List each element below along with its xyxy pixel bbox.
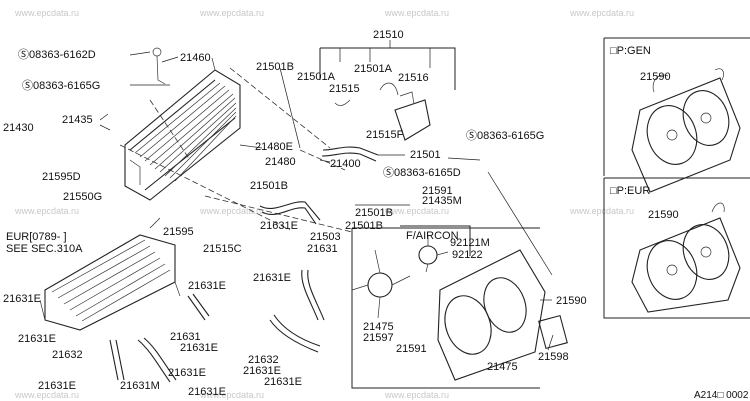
- part-label-92121m: 92121M: [450, 237, 490, 249]
- part-label-21501b: 21501B: [355, 207, 393, 219]
- part-label-21400: 21400: [330, 158, 361, 170]
- fan-shroud-eur-drawing: [631, 202, 741, 313]
- part-label-21631e: 21631E: [253, 272, 291, 284]
- watermarks: www.epcdata.ru www.epcdata.ru www.epcdat…: [14, 8, 634, 400]
- part-label-21510: 21510: [373, 29, 404, 41]
- watermark: www.epcdata.ru: [569, 206, 634, 216]
- part-label-92122: 92122: [452, 249, 483, 261]
- aircon-box: F/AIRCON: [351, 225, 540, 389]
- part-label-21430: 21430: [3, 122, 34, 134]
- part-label-21501a: 21501A: [297, 71, 336, 83]
- part-labels: 21510 Ⓢ08363-6162D 21460 21501B 21501A 2…: [3, 29, 679, 398]
- part-label-21435: 21435: [62, 114, 93, 126]
- watermark: www.epcdata.ru: [384, 390, 449, 400]
- watermark: www.epcdata.ru: [199, 206, 264, 216]
- part-label-21595: 21595: [163, 226, 194, 238]
- radiator-eur-drawing: [39, 234, 181, 331]
- part-label-21631e: 21631E: [3, 293, 41, 305]
- part-label-08363-6162d: Ⓢ08363-6162D: [18, 48, 96, 61]
- part-label-21631e: 21631E: [38, 380, 76, 392]
- watermark: www.epcdata.ru: [14, 390, 79, 400]
- watermark: www.epcdata.ru: [14, 206, 79, 216]
- part-label-21460: 21460: [180, 52, 211, 64]
- part-label-21631e: 21631E: [243, 365, 281, 377]
- part-label-21632: 21632: [52, 349, 83, 361]
- part-label-21631e: 21631E: [18, 333, 56, 345]
- part-label-21503: 21503: [310, 231, 341, 243]
- figure-code: A214□ 0002: [694, 390, 749, 401]
- eur-note-line-1: EUR[0789- ]: [6, 231, 67, 243]
- part-label-21631: 21631: [170, 331, 201, 343]
- part-label-21590-gen: 21590: [640, 71, 671, 83]
- fan-shroud-gen-drawing: [631, 68, 741, 193]
- part-label-21501b: 21501B: [256, 61, 294, 73]
- leader-lines: [99, 51, 554, 351]
- part-label-21501b: 21501B: [250, 180, 288, 192]
- part-label-21591: 21591: [396, 343, 427, 355]
- part-label-21501b: 21501B: [345, 220, 383, 232]
- part-label-21595d: 21595D: [42, 171, 81, 183]
- part-label-21501a: 21501A: [354, 63, 393, 75]
- part-label-08363-6165g: Ⓢ08363-6165G: [466, 129, 544, 142]
- part-label-08363-6165d: Ⓢ08363-6165D: [383, 166, 461, 179]
- part-label-21631e: 21631E: [180, 342, 218, 354]
- part-label-21631e: 21631E: [264, 376, 302, 388]
- part-label-21435m: 21435M: [422, 195, 462, 207]
- watermark: www.epcdata.ru: [14, 8, 79, 18]
- eur-note: EUR[0789- ] SEE SEC.310A: [6, 231, 83, 255]
- part-label-21631e: 21631E: [188, 280, 226, 292]
- reservoir-box: [319, 40, 456, 90]
- part-label-21516: 21516: [398, 72, 429, 84]
- eur-note-line-2: SEE SEC.310A: [6, 243, 83, 255]
- part-label-21597: 21597: [363, 332, 394, 344]
- watermark: www.epcdata.ru: [569, 8, 634, 18]
- variant-label-aircon: F/AIRCON: [406, 230, 459, 242]
- variant-box-gen: □P:GEN: [603, 37, 750, 176]
- part-label-21515: 21515: [329, 83, 360, 95]
- part-label-21631e: 21631E: [168, 367, 206, 379]
- hoses-drawing: [109, 146, 379, 383]
- part-label-21475: 21475: [487, 361, 518, 373]
- variant-label-eur: □P:EUR: [610, 185, 650, 197]
- part-label-21480: 21480: [265, 156, 296, 168]
- part-label-21631e: 21631E: [260, 220, 298, 232]
- part-label-21515c: 21515C: [203, 243, 242, 255]
- part-label-21550g: 21550G: [63, 191, 102, 203]
- part-label-08363-6165g: Ⓢ08363-6165G: [22, 79, 100, 92]
- part-label-21501: 21501: [410, 149, 441, 161]
- part-label-21591: 21591: [422, 185, 453, 197]
- reservoir-tank-drawing: [334, 82, 431, 141]
- part-label-21631m: 21631M: [120, 380, 160, 392]
- fan-assembly-drawing: [351, 236, 568, 381]
- part-label-21480e: 21480E: [255, 141, 293, 153]
- variant-label-gen: □P:GEN: [610, 45, 651, 57]
- watermark: www.epcdata.ru: [384, 206, 449, 216]
- part-label-21475: 21475: [363, 321, 394, 333]
- part-label-21598: 21598: [538, 351, 569, 363]
- variant-box-eur: □P:EUR: [603, 177, 750, 319]
- part-label-21632: 21632: [248, 354, 279, 366]
- watermark: www.epcdata.ru: [384, 8, 449, 18]
- part-label-21631: 21631: [307, 243, 338, 255]
- watermark: www.epcdata.ru: [199, 390, 264, 400]
- watermark: www.epcdata.ru: [199, 8, 264, 18]
- radiator-main-drawing: [124, 47, 241, 201]
- part-label-21631e: 21631E: [188, 386, 226, 398]
- part-label-21590-eur: 21590: [648, 209, 679, 221]
- part-label-21590: 21590: [556, 295, 587, 307]
- part-label-21515f: 21515F: [366, 129, 404, 141]
